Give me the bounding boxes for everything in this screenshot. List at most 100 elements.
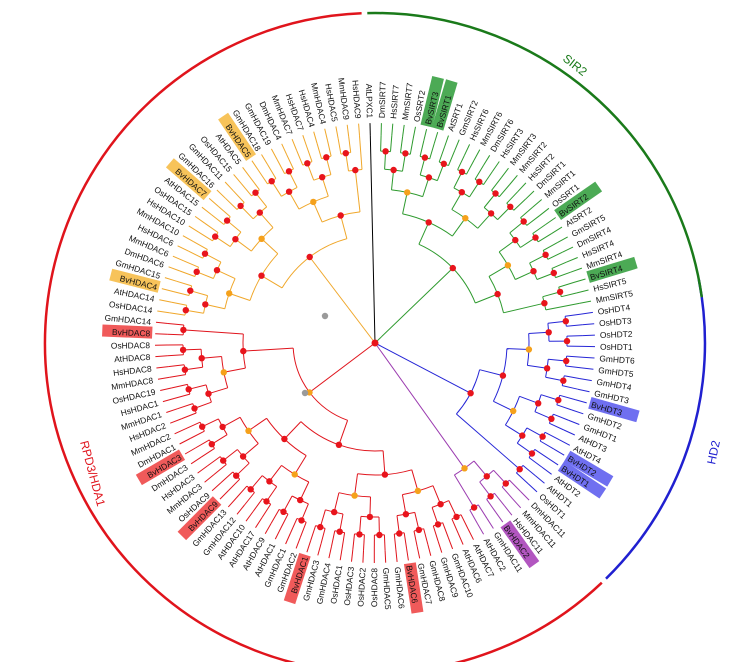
node-dot — [304, 160, 311, 167]
node-dot — [519, 432, 526, 439]
node-dot — [458, 168, 466, 176]
branch — [294, 455, 307, 475]
branch — [363, 534, 365, 551]
branch — [541, 466, 552, 475]
branch — [168, 266, 181, 272]
branch — [479, 369, 504, 377]
branch — [327, 140, 332, 157]
branch — [475, 293, 498, 304]
branch — [362, 550, 364, 563]
branch — [162, 397, 175, 403]
node-dot — [181, 366, 189, 373]
group-label-sir2: SIR2 — [560, 51, 590, 79]
branch — [299, 522, 307, 538]
branch — [545, 302, 580, 311]
branch — [553, 448, 565, 456]
branch — [170, 418, 182, 424]
branch — [354, 170, 361, 212]
branch — [159, 299, 172, 303]
branch — [306, 146, 313, 162]
node-dot — [415, 526, 423, 534]
branch — [160, 387, 173, 391]
branch — [255, 517, 263, 528]
leaf-label: MmSIRT7 — [400, 82, 415, 121]
branch — [555, 271, 571, 279]
branch — [566, 257, 578, 263]
leaf-label: AtHDAC8 — [114, 352, 151, 364]
node-dot — [487, 210, 495, 217]
branch — [528, 331, 549, 334]
branch — [276, 159, 286, 174]
branch — [486, 499, 497, 513]
branch — [432, 525, 439, 542]
node-dot — [425, 219, 432, 226]
highlight-bvhdac8 — [102, 324, 153, 339]
branch — [201, 206, 212, 215]
node-dot — [220, 369, 227, 376]
branch — [551, 226, 563, 234]
branch — [517, 182, 527, 193]
branch — [539, 440, 555, 450]
branch — [416, 546, 421, 559]
branch — [261, 154, 269, 166]
branch — [444, 135, 449, 148]
node-dot — [437, 501, 444, 508]
branch — [558, 439, 571, 446]
branch — [328, 546, 332, 559]
group-arc-layer — [43, 11, 707, 662]
highlight-bvhdt2 — [564, 450, 614, 487]
leaf-label: HsHDAC9 — [350, 80, 363, 120]
branch — [402, 192, 408, 215]
node-dot — [543, 365, 551, 372]
branch — [354, 473, 358, 496]
branch — [566, 335, 583, 337]
branch — [156, 366, 169, 369]
node-layer — [179, 148, 571, 539]
group-arc-rpd3 — [43, 12, 603, 662]
branch — [580, 311, 593, 315]
branch — [482, 155, 491, 166]
node-dot — [404, 189, 411, 196]
branch — [534, 475, 545, 484]
branch — [500, 167, 509, 179]
node-dot — [520, 218, 527, 225]
branch — [168, 364, 185, 368]
branch — [412, 126, 416, 139]
branch — [219, 490, 229, 500]
node-dot — [483, 473, 490, 480]
node-dot — [525, 346, 533, 353]
node-dot — [281, 435, 288, 443]
node-dot — [487, 493, 494, 500]
branch — [259, 212, 274, 228]
branch — [542, 242, 558, 251]
branch — [302, 135, 308, 147]
branch — [447, 537, 454, 550]
node-dot — [220, 457, 227, 464]
node-dot — [193, 268, 200, 275]
branch — [205, 303, 225, 310]
leaf-label: GmHDAC6 — [393, 566, 407, 609]
highlight-bvhdac1 — [283, 552, 311, 605]
node-dot — [258, 235, 265, 242]
branch — [527, 483, 538, 493]
node-dot — [198, 355, 205, 362]
branch — [501, 486, 514, 500]
branch — [310, 525, 317, 541]
branch — [457, 154, 465, 170]
node-dot — [351, 492, 358, 499]
group-arc-hd2 — [605, 279, 707, 580]
branch — [161, 288, 174, 293]
branch — [383, 534, 386, 551]
group-arc-sir2 — [367, 11, 704, 298]
branch — [423, 528, 429, 545]
branch — [537, 232, 553, 243]
node-dot — [390, 166, 397, 174]
node-dot — [291, 471, 298, 478]
branch — [451, 518, 459, 534]
highlight-bvhdac2 — [500, 520, 540, 569]
branch — [220, 471, 234, 484]
node-dot — [510, 407, 517, 415]
branch — [244, 492, 255, 506]
node-dot — [245, 427, 252, 434]
node-dot — [297, 496, 304, 504]
